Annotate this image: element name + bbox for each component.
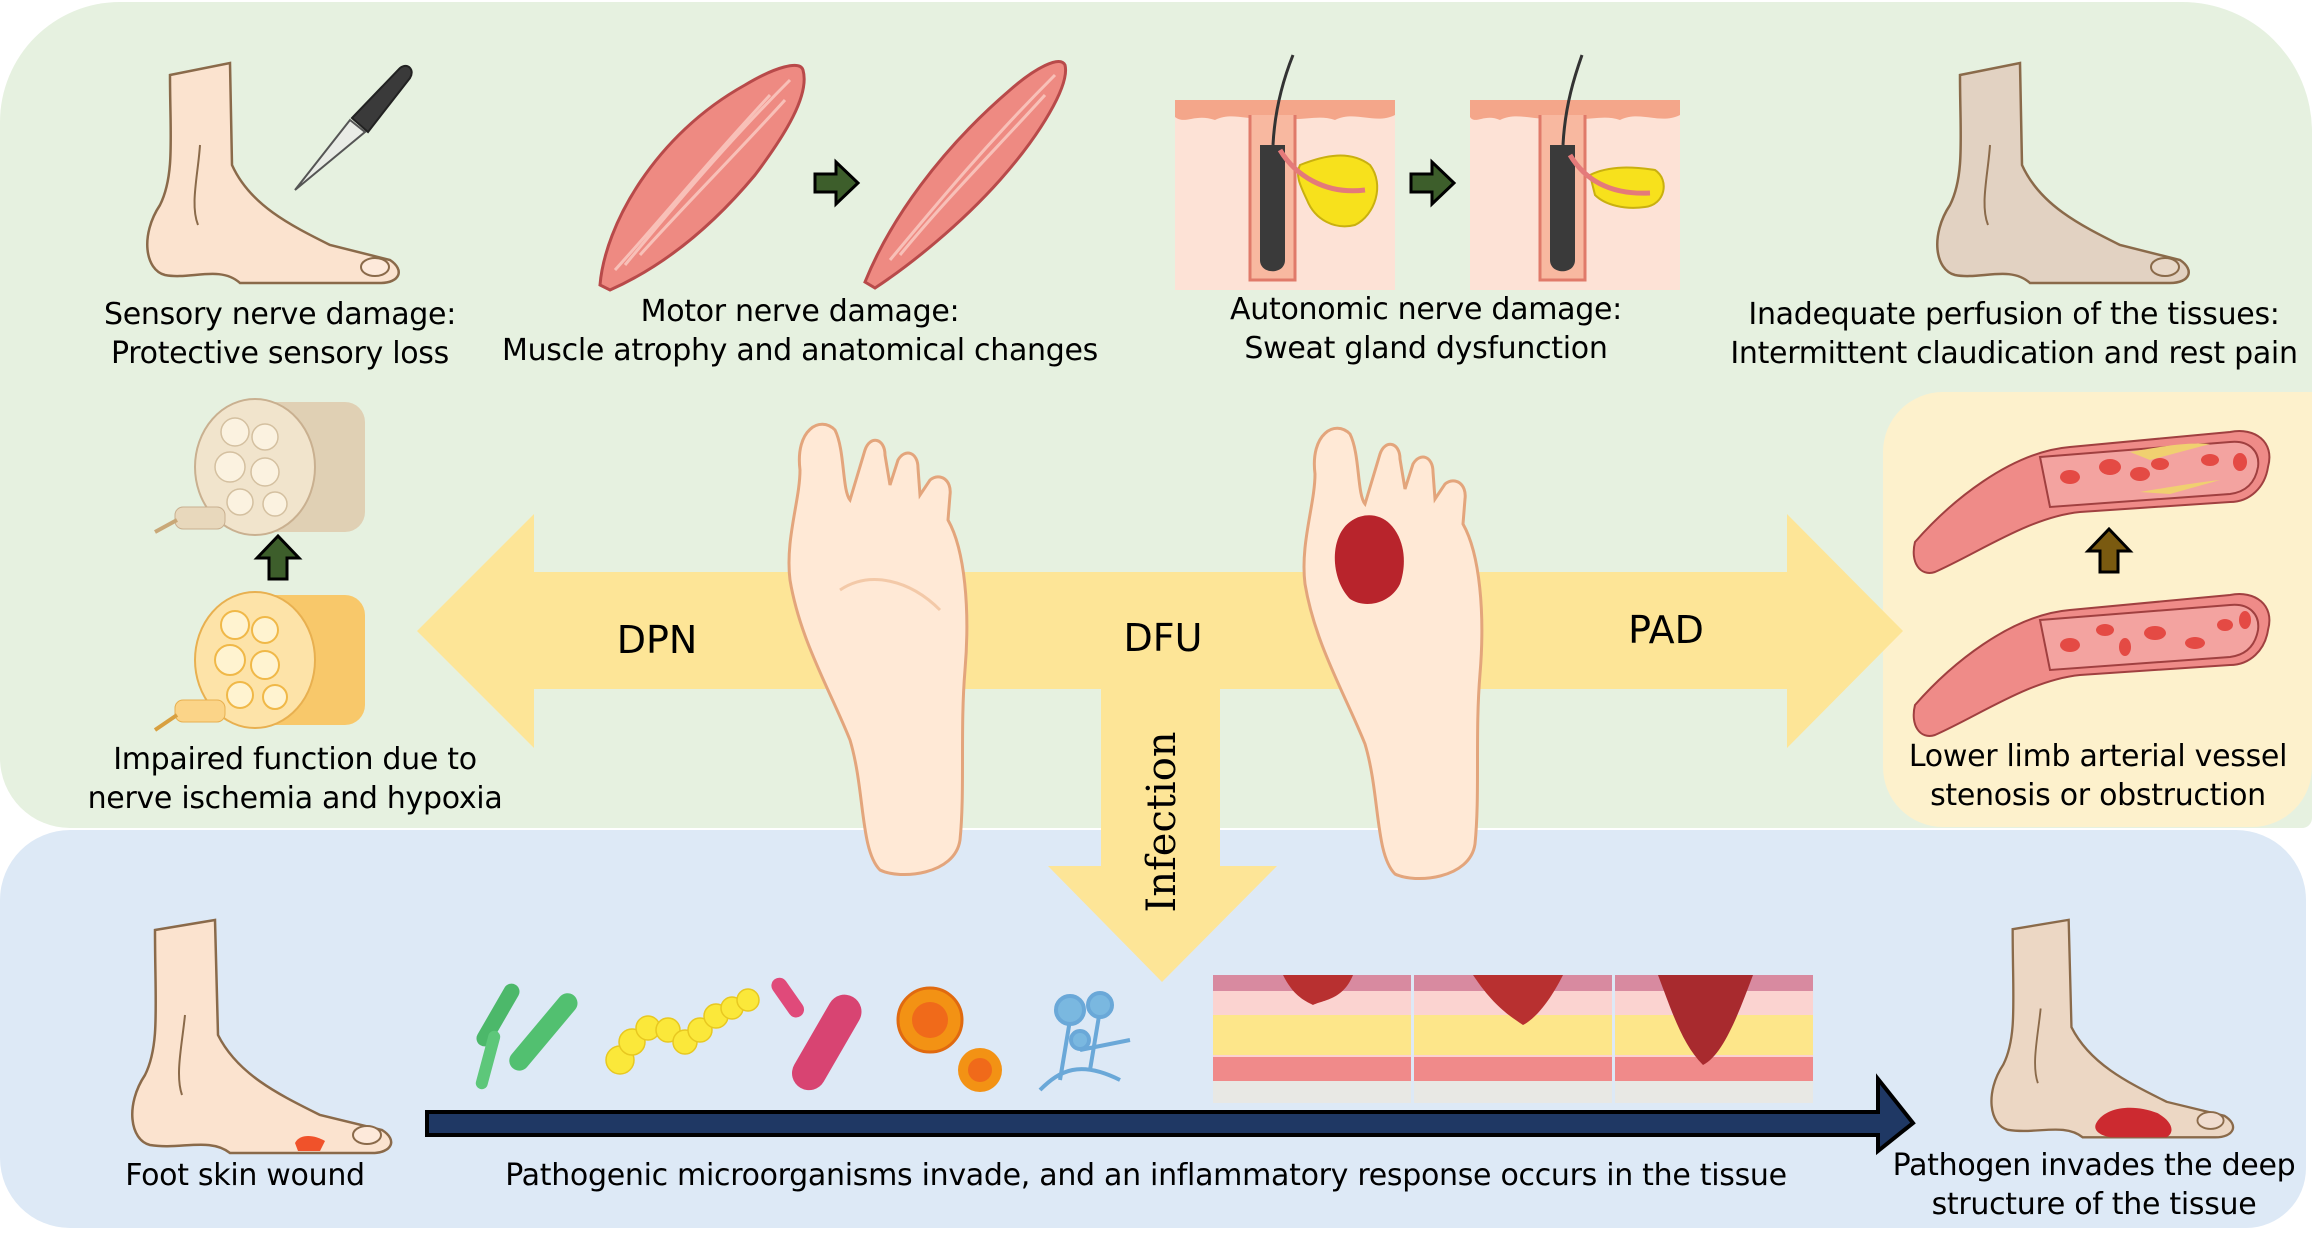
normal-sole-foot-icon — [787, 422, 969, 877]
skin-sweat-gland-shrunk-icon — [1470, 54, 1680, 290]
ischemic-nerve-icon — [154, 398, 365, 536]
skin-stage-superficial — [1213, 975, 1411, 1103]
streptococcus-yellow-icon — [605, 988, 760, 1075]
dpn-label: DPN — [616, 618, 698, 662]
bacillus-pink-icon — [771, 977, 862, 1091]
skin-stage-moderate — [1414, 975, 1612, 1103]
deep-invasion-line1: Pathogen invades the deep — [1892, 1148, 2296, 1183]
pad-arrow — [1100, 514, 1903, 748]
sensory-caption-detail: Protective sensory loss — [111, 336, 449, 371]
infection-label: Infection — [1139, 731, 1185, 913]
perfusion-caption-title: Inadequate perfusion of the tissues: — [1748, 297, 2280, 332]
skin-ulcer-progression — [1213, 975, 1813, 1103]
autonomic-caption-title: Autonomic nerve damage: — [1230, 292, 1622, 327]
normal-artery-icon — [1912, 593, 2271, 737]
inflammation-caption: Pathogenic microorganisms invade, and an… — [505, 1156, 1787, 1195]
pale-foot-icon — [1936, 61, 2190, 285]
dpn-detail-caption: Impaired function due to nerve ischemia … — [88, 740, 503, 818]
coccus-orange-icon — [896, 986, 1002, 1092]
foot-wound-caption: Foot skin wound — [125, 1156, 365, 1195]
motor-caption-title: Motor nerve damage: — [640, 294, 960, 329]
deep-invasion-caption: Pathogen invades the deep structure of t… — [1893, 1146, 2296, 1224]
stenotic-artery-icon — [1912, 430, 2271, 574]
arrow-up-icon — [2084, 526, 2134, 574]
arrow-right-icon — [1409, 158, 1457, 208]
sensory-caption: Sensory nerve damage: Protective sensory… — [104, 295, 456, 373]
healthy-nerve-icon — [153, 591, 365, 732]
muscle-atrophied-icon — [863, 60, 1068, 290]
ulcer-wound — [1334, 515, 1404, 604]
autonomic-caption-detail: Sweat gland dysfunction — [1244, 331, 1608, 366]
perfusion-caption: Inadequate perfusion of the tissues: Int… — [1730, 295, 2298, 373]
motor-caption-detail: Muscle atrophy and anatomical changes — [502, 333, 1098, 368]
deep-wound — [2095, 1107, 2172, 1138]
pad-label: PAD — [1628, 608, 1704, 652]
foot-wound-text: Foot skin wound — [125, 1158, 365, 1193]
wounded-foot-icon — [131, 918, 393, 1155]
inflammation-text: Pathogenic microorganisms invade, and an… — [505, 1158, 1787, 1193]
fungus-blue-icon — [1038, 991, 1131, 1092]
pad-detail-line1: Lower limb arterial vessel — [1908, 739, 2288, 774]
autonomic-caption: Autonomic nerve damage: Sweat gland dysf… — [1230, 290, 1622, 368]
deep-infection-foot-icon — [1990, 918, 2235, 1139]
sensory-caption-title: Sensory nerve damage: — [103, 297, 457, 332]
infection-arrow — [1048, 685, 1277, 982]
microorganisms-group — [475, 977, 1131, 1092]
skin-sweat-gland-normal-icon — [1175, 54, 1395, 290]
side-foot-icon — [146, 61, 400, 285]
perfusion-caption-detail: Intermittent claudication and rest pain — [1730, 336, 2298, 371]
pad-detail-line2: stenosis or obstruction — [1930, 778, 2266, 813]
bacillus-green-icon — [475, 983, 578, 1090]
skin-wound — [295, 1136, 325, 1151]
arrow-up-icon — [253, 533, 303, 581]
pad-detail-caption: Lower limb arterial vessel stenosis or o… — [1908, 737, 2288, 815]
motor-caption: Motor nerve damage: Muscle atrophy and a… — [502, 292, 1098, 370]
dpn-detail-line2: nerve ischemia and hypoxia — [87, 781, 503, 816]
knife-icon — [294, 64, 413, 191]
ulcer-sole-foot-icon — [1302, 426, 1484, 881]
arrow-right-icon — [813, 158, 861, 208]
dpn-detail-line1: Impaired function due to — [113, 742, 477, 777]
dfu-label: DFU — [1123, 616, 1203, 660]
skin-stage-deep — [1615, 975, 1813, 1103]
muscle-normal-icon — [598, 63, 806, 292]
deep-invasion-line2: structure of the tissue — [1931, 1187, 2257, 1222]
